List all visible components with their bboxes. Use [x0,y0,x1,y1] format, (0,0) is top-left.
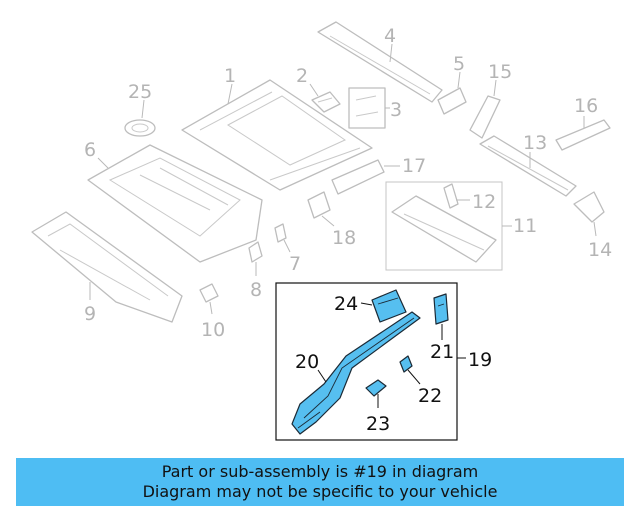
part-15 [469,79,501,139]
callout-17: 17 [402,155,426,177]
part-4 [317,21,443,103]
callout-16: 16 [574,95,598,117]
part-6-floor-assembly [87,144,263,263]
callout-18: 18 [332,227,356,249]
callout-7: 7 [289,253,301,275]
part-17 [331,159,400,195]
banner-line-1: Part or sub-assembly is #19 in diagram [161,462,479,481]
info-banner: Part or sub-assembly is #19 in diagram D… [16,458,624,506]
part-22-clip [399,355,421,385]
callout-5: 5 [453,53,465,75]
callout-14: 14 [588,239,612,261]
part-7 [274,223,291,253]
part-9-side-member [31,211,183,323]
banner-line-2: Diagram may not be specific to your vehi… [142,482,498,501]
part-11-group [385,181,512,271]
callout-6: 6 [84,139,96,161]
part-3 [348,87,390,129]
part-24-bracket [360,289,407,323]
part-5 [437,71,467,115]
callout-22: 22 [418,385,442,407]
callout-23: 23 [366,413,390,435]
callout-13: 13 [523,132,547,154]
part-18 [307,191,335,227]
part-8 [248,241,263,276]
callout-3: 3 [390,99,402,121]
parts-diagram: 1 2 3 4 5 6 7 8 [31,21,612,441]
part-16 [555,116,611,151]
callout-25: 25 [128,81,152,103]
callout-10: 10 [201,319,225,341]
callout-24: 24 [334,293,358,315]
part-23-clip [365,379,387,408]
callout-11: 11 [513,215,537,237]
highlight-group-19: 20 24 21 22 23 19 [275,282,492,441]
callout-4: 4 [384,25,396,47]
part-1-floor-pan [181,79,373,191]
callout-20: 20 [295,351,319,373]
part-2 [309,83,341,113]
callout-2: 2 [296,65,308,87]
part-14 [573,191,605,237]
callout-21: 21 [430,341,454,363]
part-21-plate [433,293,449,340]
callout-8: 8 [250,279,262,301]
part-10 [199,283,219,315]
part-20-rail [291,311,421,435]
callout-12: 12 [472,191,496,213]
callout-15: 15 [488,61,512,83]
callout-9: 9 [84,303,96,325]
callout-19: 19 [468,349,492,371]
part-25 [124,99,156,137]
callout-1: 1 [224,65,236,87]
part-13 [479,135,577,197]
